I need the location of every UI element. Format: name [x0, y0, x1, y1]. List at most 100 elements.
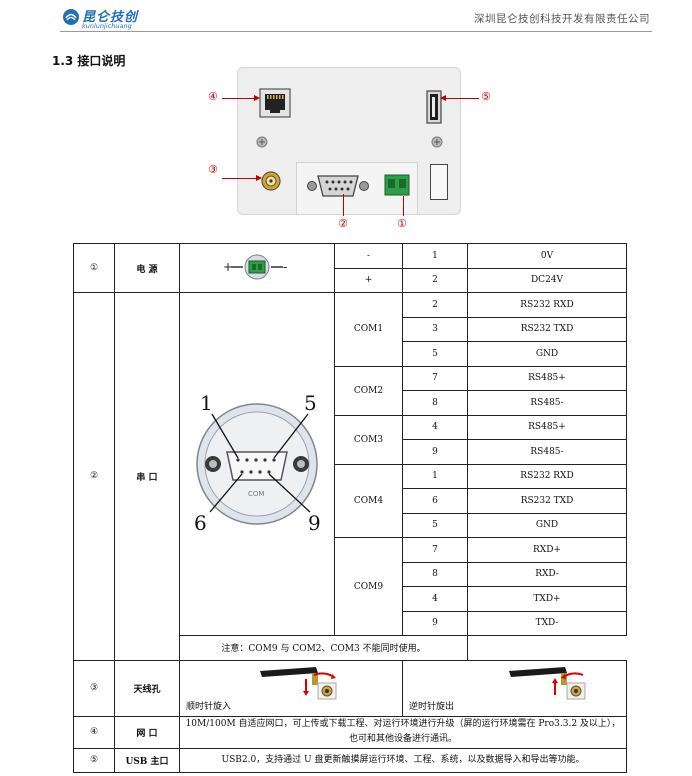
- pin: 4: [402, 414, 468, 440]
- pin: 9: [402, 610, 468, 636]
- row-number: ③: [73, 659, 115, 717]
- pin-label-1: 1: [200, 391, 213, 415]
- ethernet-port-icon: [259, 88, 291, 118]
- db9-illustration: 1 5 6 9 COM: [179, 292, 335, 636]
- port-name: COM2: [334, 365, 403, 416]
- antenna-connector-icon: [261, 171, 281, 191]
- pin: 6: [402, 488, 468, 514]
- card-slot: [430, 164, 448, 200]
- row-number: ④: [73, 715, 115, 749]
- signal: RS232 TXD: [467, 316, 627, 342]
- screw-icon: [256, 136, 268, 148]
- pin-label-6: 6: [194, 511, 207, 535]
- header-divider: [60, 31, 652, 32]
- row-name: 电 源: [114, 243, 180, 293]
- logo-mark-icon: [63, 9, 79, 25]
- clockwise-label: 顺时针旋入: [186, 702, 232, 712]
- pin: 4: [402, 586, 468, 612]
- table-row: ① 电 源 + - - 1 0V: [73, 243, 627, 293]
- pin: 2: [402, 292, 468, 318]
- signal: GND: [467, 341, 627, 367]
- port-name: COM3: [334, 414, 403, 465]
- row-name: 天线孔: [114, 659, 180, 717]
- polarity: +: [334, 267, 403, 293]
- antenna-clockwise-icon: [260, 667, 337, 700]
- db9-pinout-icon: 1 5 6 9 COM: [194, 391, 321, 535]
- page-header: 昆仑技创 kunlunjichuang 深圳昆仑技创科技开发有限责任公司: [0, 0, 692, 36]
- leader-line: [343, 194, 344, 216]
- signal: RXD+: [467, 537, 627, 563]
- power-plug-icon: + -: [223, 254, 287, 279]
- arrow-icon: [256, 175, 262, 181]
- antenna-remove: 逆时针旋出: [402, 659, 627, 717]
- pin: 8: [402, 390, 468, 416]
- antenna-counterclockwise-icon: [509, 667, 586, 700]
- plus-sign: +: [223, 260, 233, 274]
- table-row: + 2 DC24V: [74, 267, 627, 293]
- device-rear-panel: [237, 67, 461, 215]
- company-logo: 昆仑技创 kunlunjichuang: [62, 6, 142, 32]
- pin-label-5: 5: [304, 391, 317, 415]
- row-name: 网 口: [114, 715, 180, 749]
- table-row: COM4 1 RS232 RXD: [74, 463, 627, 538]
- marker-network: ④: [208, 90, 218, 103]
- arrow-icon: [254, 95, 260, 101]
- signal: RS485+: [467, 414, 627, 440]
- company-name: 深圳昆仑技创科技开发有限责任公司: [474, 13, 650, 25]
- antenna-install: 顺时针旋入: [179, 659, 403, 717]
- counterclockwise-label: 逆时针旋出: [409, 702, 455, 712]
- db9-connector-icon: [307, 175, 369, 197]
- row-number: ①: [73, 243, 115, 293]
- pin: 9: [402, 439, 468, 465]
- port-name: COM4: [334, 463, 403, 538]
- leader-line: [222, 98, 256, 99]
- table-row: ② 串 口 1 5 6 9 COM COM1 2: [73, 292, 627, 661]
- pin: 7: [402, 365, 468, 391]
- port-name: COM9: [334, 537, 403, 636]
- signal: RS232 TXD: [467, 488, 627, 514]
- signal: 0V: [467, 243, 627, 269]
- signal: RS485-: [467, 439, 627, 465]
- pin: 7: [402, 537, 468, 563]
- com-print: COM: [248, 490, 264, 498]
- signal: RS485-: [467, 390, 627, 416]
- logo-text-en: kunlunjichuang: [82, 22, 132, 30]
- section-title: 1.3 接口说明: [52, 54, 126, 68]
- row-number: ⑤: [73, 747, 115, 773]
- table-row: ④ 网 口 10M/100M 自适应网口，可上传或下载工程、对运行环境进行升级（…: [73, 715, 627, 749]
- table-row: ⑤ USB 主口 USB2.0，支持通过 U 盘更新触摸屏运行环境、工程、系统，…: [73, 747, 627, 773]
- power-terminal-icon: [384, 174, 410, 196]
- leader-line: [445, 98, 479, 99]
- pin: 2: [402, 267, 468, 293]
- pin: 1: [402, 243, 468, 269]
- pin: 5: [402, 512, 468, 538]
- table-row: 9 RS485-: [74, 439, 627, 465]
- logo-text-cn: 昆仑技创: [82, 10, 139, 25]
- signal: RXD-: [467, 561, 627, 587]
- table-row: 6 RS232 TXD: [74, 488, 627, 514]
- signal: TXD+: [467, 586, 627, 612]
- leader-line: [403, 196, 404, 216]
- table-row: 5 GND: [74, 341, 627, 367]
- pin: 1: [402, 463, 468, 489]
- marker-usb: ⑤: [481, 90, 491, 103]
- serial-note: 注意：COM9 与 COM2、COM3 不能同时使用。: [179, 635, 468, 661]
- pin: 3: [402, 316, 468, 342]
- arrow-icon: [440, 95, 446, 101]
- signal: DC24V: [467, 267, 627, 293]
- row-number: ②: [73, 292, 115, 661]
- marker-antenna: ③: [208, 163, 218, 176]
- usb-port-icon: [426, 90, 442, 124]
- marker-serial: ②: [338, 217, 348, 230]
- screw-icon: [431, 136, 443, 148]
- minus-sign: -: [283, 260, 287, 274]
- pin: 8: [402, 561, 468, 587]
- polarity: -: [334, 243, 403, 269]
- signal: TXD-: [467, 610, 627, 636]
- network-description: 10M/100M 自适应网口，可上传或下载工程、对运行环境进行升级（屏的运行环境…: [179, 715, 627, 749]
- table-row: COM3 4 RS485+: [74, 414, 627, 465]
- usb-description: USB2.0，支持通过 U 盘更新触摸屏运行环境、工程、系统，以及数据导入和导出…: [179, 747, 627, 773]
- signal: RS485+: [467, 365, 627, 391]
- pin-label-9: 9: [308, 511, 321, 535]
- table-row: 5 GND: [74, 512, 627, 538]
